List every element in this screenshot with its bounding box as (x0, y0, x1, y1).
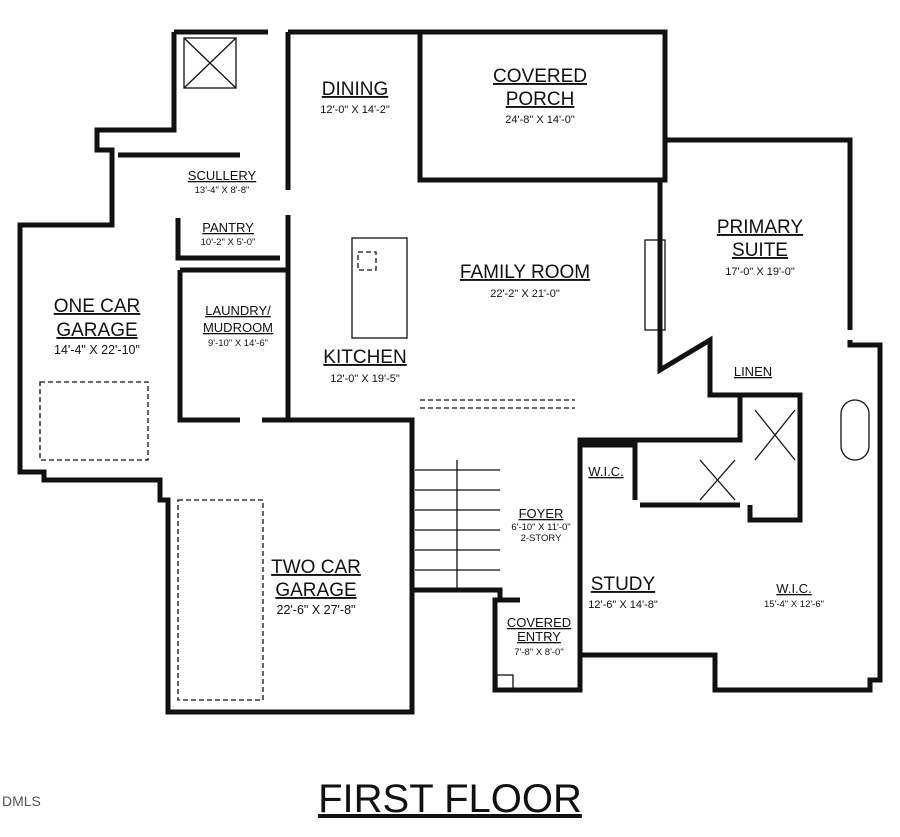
room-note: 2-STORY (521, 533, 562, 544)
room-dimensions: 17'-0" X 19'-0" (725, 266, 795, 278)
room-family-room: FAMILY ROOM 22'-2" X 21'-0" (460, 262, 590, 300)
room-name: KITCHEN (323, 347, 406, 368)
room-name: COVERED (493, 66, 587, 87)
room-primary-suite: PRIMARY SUITE 17'-0" X 19'-0" (717, 217, 804, 278)
room-dimensions: 22'-2" X 21'-0" (490, 288, 560, 300)
room-name: PANTRY (202, 220, 254, 235)
room-name: W.I.C. (588, 464, 623, 479)
room-foyer: FOYER 6'-10" X 11'-0" 2-STORY (511, 506, 570, 544)
room-name: ENTRY (517, 629, 561, 644)
room-name: ONE CAR (54, 296, 141, 317)
room-dimensions: 7'-8" X 8'-0" (514, 647, 563, 658)
room-name: TWO CAR (271, 557, 361, 578)
room-name: PORCH (506, 89, 575, 110)
room-name: FOYER (519, 506, 564, 521)
room-name: PRIMARY (717, 217, 804, 238)
watermark: DMLS (2, 793, 41, 809)
fixtures (39, 37, 870, 701)
room-scullery: SCULLERY 13'-4" X 8'-8" (188, 168, 257, 196)
room-dimensions: 12'-0" X 14'-2" (320, 104, 390, 116)
room-dimensions: 12'-6" X 14'-8" (588, 599, 658, 611)
room-dimensions: 13'-4" X 8'-8" (195, 185, 250, 196)
room-covered-entry: COVERED ENTRY 7'-8" X 8'-0" (507, 615, 571, 658)
room-dining: DINING 12'-0" X 14'-2" (320, 79, 390, 116)
room-study: STUDY 12'-6" X 14'-8" (588, 574, 658, 611)
room-name: GARAGE (275, 580, 356, 601)
room-name: SCULLERY (188, 168, 257, 183)
plan-title: FIRST FLOOR (318, 777, 582, 821)
room-kitchen: KITCHEN 12'-0" X 19'-5" (323, 347, 406, 385)
room-name: W.I.C. (776, 581, 811, 596)
room-dimensions: 22'-6" X 27'-8" (277, 603, 356, 617)
room-dimensions: 15'-4" X 12'-6" (764, 599, 824, 610)
room-covered-porch: COVERED PORCH 24'-8" X 14'-0" (493, 66, 587, 126)
room-name: COVERED (507, 615, 571, 630)
room-one-car-garage: ONE CAR GARAGE 14'-4" X 22'-10" (54, 296, 141, 357)
room-dimensions: 9'-10" X 14'-6" (208, 338, 268, 349)
room-wic-small: W.I.C. (588, 464, 623, 479)
room-name: GARAGE (56, 320, 137, 341)
room-dimensions: 14'-4" X 22'-10" (54, 343, 140, 357)
room-wic-primary: W.I.C. 15'-4" X 12'-6" (764, 581, 824, 610)
room-name: LINEN (734, 364, 772, 379)
room-name: MUDROOM (203, 320, 273, 335)
room-dimensions: 10'-2" X 5'-0" (201, 237, 256, 248)
room-two-car-garage: TWO CAR GARAGE 22'-6" X 27'-8" (271, 557, 361, 617)
room-pantry: PANTRY 10'-2" X 5'-0" (201, 220, 256, 248)
room-name: SUITE (732, 240, 788, 261)
room-name: STUDY (591, 574, 656, 595)
room-dimensions: 12'-0" X 19'-5" (330, 373, 400, 385)
room-laundry-mudroom: LAUNDRY/ MUDROOM 9'-10" X 14'-6" (203, 303, 273, 349)
room-dimensions: 24'-8" X 14'-0" (505, 114, 575, 126)
room-dimensions: 6'-10" X 11'-0" (511, 522, 570, 533)
room-name: FAMILY ROOM (460, 262, 590, 283)
walls (17, 29, 883, 715)
room-linen: LINEN (734, 364, 772, 379)
room-name: DINING (322, 79, 389, 100)
room-name: LAUNDRY/ (205, 303, 271, 318)
